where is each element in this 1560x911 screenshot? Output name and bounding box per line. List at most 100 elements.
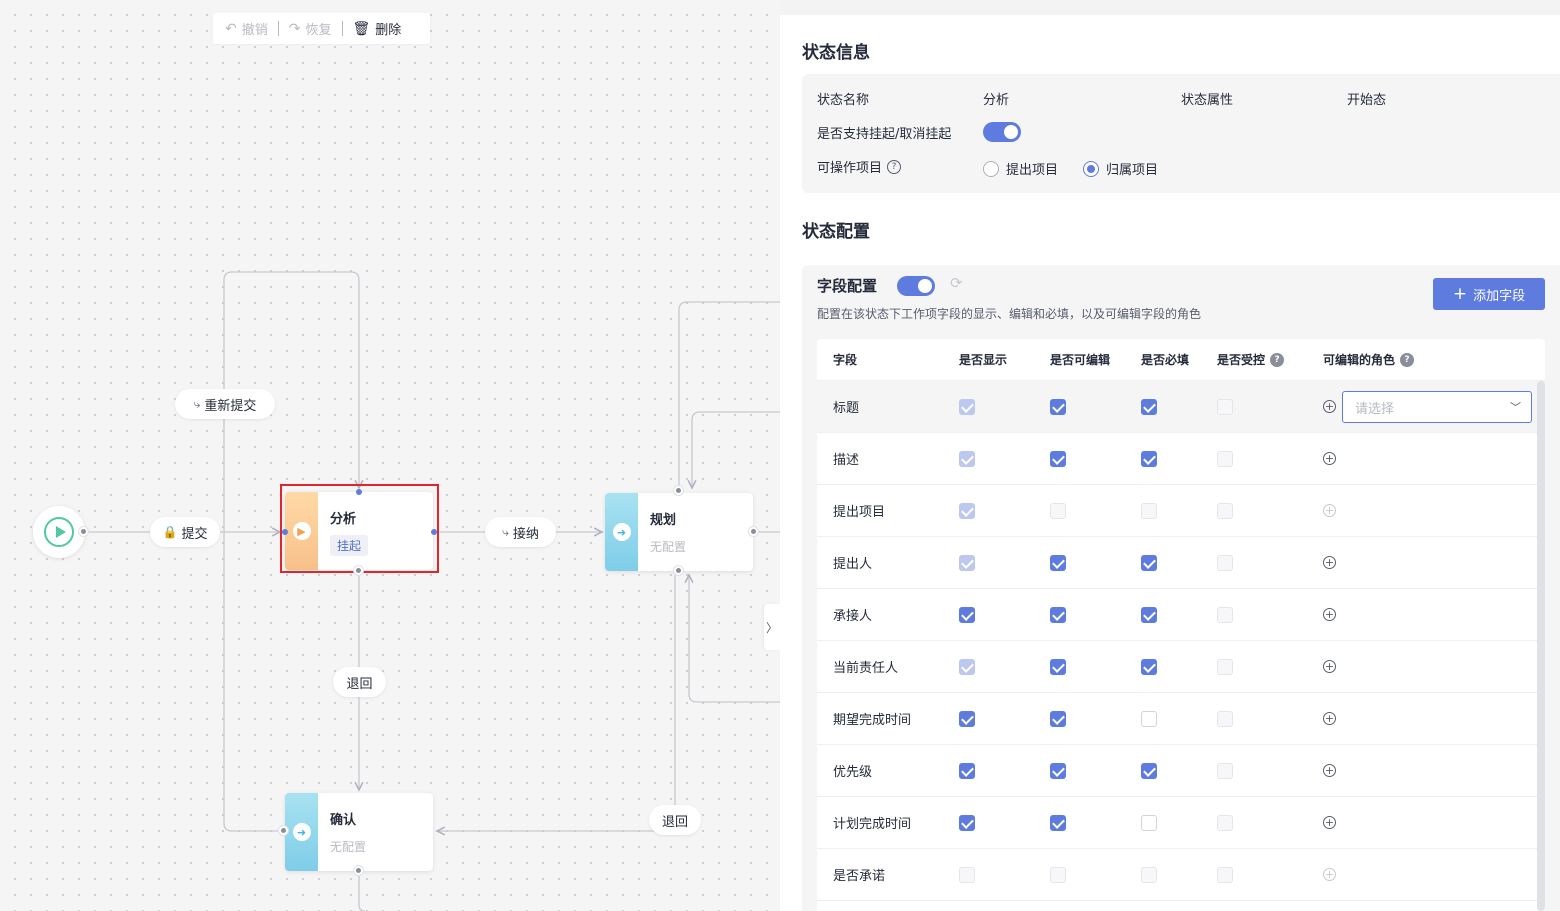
state-node-analysis[interactable]: ▶ 分析 挂起: [285, 492, 433, 570]
node-port-bottom[interactable]: [354, 866, 363, 875]
checkbox-edit[interactable]: [1050, 555, 1066, 571]
transition-submit[interactable]: 🔒 提交: [150, 517, 220, 547]
checkbox-show: [959, 555, 975, 571]
chevron-down-icon: ﹀: [1510, 401, 1521, 414]
transition-resubmit[interactable]: ⤷ 重新提交: [175, 389, 275, 419]
state-node-confirm[interactable]: ➜ 确认 无配置: [285, 793, 433, 871]
col-roles: 可编辑的角色: [1323, 353, 1396, 367]
add-role-icon[interactable]: +: [1323, 452, 1336, 465]
trash-icon: 🗑: [352, 20, 371, 37]
edge-return-2: [437, 575, 676, 831]
checkbox-edit[interactable]: [1050, 399, 1066, 415]
field-name: 优先级: [833, 765, 873, 780]
checkbox-required[interactable]: [1141, 607, 1157, 623]
field-config-box: 字段配置 ⟳ + 添加字段 配置在该状态下工作项字段的显示、编辑和必填，以及可编…: [802, 265, 1560, 911]
state-info-box: 状态名称 分析 状态属性 开始态 是否支持挂起/取消挂起 可操作项目 ? 提出项…: [802, 74, 1560, 193]
radio-option-belong[interactable]: 归属项目: [1083, 159, 1158, 178]
checkbox-edit[interactable]: [1050, 659, 1066, 675]
help-icon[interactable]: ?: [1270, 352, 1285, 367]
add-role-icon: +: [1323, 868, 1336, 881]
table-row: 计划完成时间+: [817, 797, 1545, 849]
plus-icon: +: [1452, 283, 1468, 304]
help-icon[interactable]: ?: [887, 159, 902, 174]
field-name: 描述: [833, 453, 860, 468]
field-name: 承接人: [833, 609, 873, 624]
operable-label: 可操作项目: [817, 161, 883, 176]
table-body: 标题+请选择﹀描述+提出项目+提出人+承接人+当前责任人+期望完成时间+优先级+…: [817, 381, 1545, 901]
field-name: 是否承诺: [833, 869, 886, 884]
transition-return-2[interactable]: 退回: [649, 805, 701, 835]
table-header: 字段 是否显示 是否可编辑 是否必填 是否受控 ? 可编辑的角色 ?: [817, 339, 1545, 381]
node-color-bar: ➜: [285, 793, 318, 871]
node-port-right[interactable]: [431, 529, 437, 535]
checkbox-edit[interactable]: [1050, 815, 1066, 831]
checkbox-edit[interactable]: [1050, 607, 1066, 623]
branch-icon: ⤷: [193, 396, 201, 411]
add-role-icon[interactable]: +: [1323, 556, 1336, 569]
checkbox-show[interactable]: [959, 763, 975, 779]
add-role-icon[interactable]: +: [1323, 764, 1336, 777]
node-port-top[interactable]: [674, 486, 683, 495]
refresh-icon[interactable]: ⟳: [950, 274, 963, 292]
checkbox-controlled: [1217, 607, 1233, 623]
radio-option-propose[interactable]: 提出项目: [983, 159, 1058, 178]
checkbox-show[interactable]: [959, 607, 975, 623]
col-show: 是否显示: [959, 353, 1008, 367]
workflow-canvas[interactable]: ↶ 撤销 ↷ 恢复 🗑 删除 🔒 提交 ⤷ 重新提交 ⤷ 接纳 退回 退回: [0, 0, 780, 911]
add-role-icon[interactable]: +: [1323, 660, 1336, 673]
suspend-toggle[interactable]: [983, 122, 1021, 142]
help-icon[interactable]: ?: [1400, 352, 1415, 367]
checkbox-edit[interactable]: [1050, 451, 1066, 467]
transition-return-1[interactable]: 退回: [333, 667, 386, 697]
checkbox-required[interactable]: [1141, 399, 1157, 415]
redo-button[interactable]: ↷ 恢复: [288, 20, 332, 39]
node-port-left[interactable]: [279, 826, 288, 835]
state-node-planning[interactable]: ➜ 规划 无配置: [605, 493, 753, 571]
add-role-icon[interactable]: +: [1323, 608, 1336, 621]
node-port-bottom[interactable]: [354, 566, 363, 575]
checkbox-required[interactable]: [1141, 659, 1157, 675]
suspend-toggle-wrap: [983, 122, 1021, 142]
delete-button[interactable]: 🗑 删除: [352, 20, 402, 39]
checkbox-required[interactable]: [1141, 763, 1157, 779]
checkbox-show[interactable]: [959, 815, 975, 831]
table-row: 提出人+: [817, 537, 1545, 589]
checkbox-edit[interactable]: [1050, 711, 1066, 727]
checkbox-required[interactable]: [1141, 815, 1157, 831]
state-config-title: 状态配置: [802, 222, 870, 242]
col-field: 字段: [833, 353, 858, 367]
node-port-right[interactable]: [749, 527, 758, 536]
branch-icon: ⤷: [502, 524, 509, 539]
role-select-placeholder: 请选择: [1355, 401, 1395, 417]
add-field-button[interactable]: + 添加字段: [1433, 278, 1545, 310]
start-node[interactable]: [33, 506, 85, 558]
add-role-icon[interactable]: +: [1323, 400, 1336, 413]
checkbox-required: [1141, 503, 1157, 519]
operable-label-wrap: 可操作项目 ?: [817, 157, 902, 176]
node-port-left[interactable]: [282, 529, 288, 535]
radio-button-selected[interactable]: [1083, 160, 1099, 177]
checkbox-controlled: [1217, 503, 1233, 519]
checkbox-required[interactable]: [1141, 555, 1157, 571]
node-subtitle: 无配置: [330, 840, 367, 854]
role-select[interactable]: 请选择 ﹀: [1342, 391, 1532, 423]
transition-accept[interactable]: ⤷ 接纳: [485, 517, 556, 547]
node-port-bottom[interactable]: [674, 566, 683, 575]
node-color-bar: ▶: [285, 492, 318, 570]
add-role-icon[interactable]: +: [1323, 816, 1336, 829]
collapse-panel-button[interactable]: 〉: [764, 604, 780, 650]
table-row: 是否承诺 +: [817, 849, 1545, 901]
checkbox-required[interactable]: [1141, 711, 1157, 727]
checkbox-controlled: [1217, 399, 1233, 415]
checkbox-edit[interactable]: [1050, 763, 1066, 779]
checkbox-show[interactable]: [959, 711, 975, 727]
field-config-toggle[interactable]: [897, 276, 935, 296]
checkbox-required[interactable]: [1141, 451, 1157, 467]
node-port-top[interactable]: [356, 489, 362, 495]
radio-button[interactable]: [983, 160, 999, 177]
start-port[interactable]: [79, 527, 88, 536]
undo-button[interactable]: ↶ 撤销: [225, 20, 268, 39]
add-role-icon[interactable]: +: [1323, 712, 1336, 725]
table-scrollbar[interactable]: [1537, 381, 1545, 911]
table-row: 标题+请选择﹀: [817, 381, 1545, 433]
